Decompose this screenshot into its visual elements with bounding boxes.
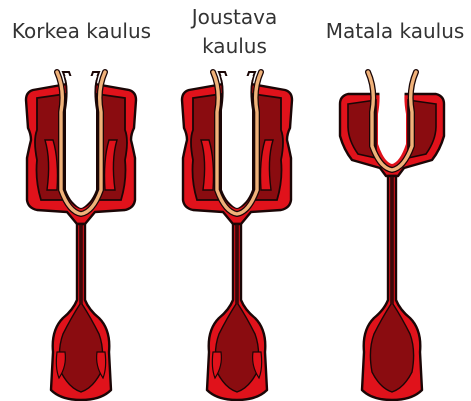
low-collar-diagram	[340, 72, 444, 400]
high-collar-diagram	[26, 72, 136, 400]
flexible-collar-diagram	[182, 72, 292, 400]
